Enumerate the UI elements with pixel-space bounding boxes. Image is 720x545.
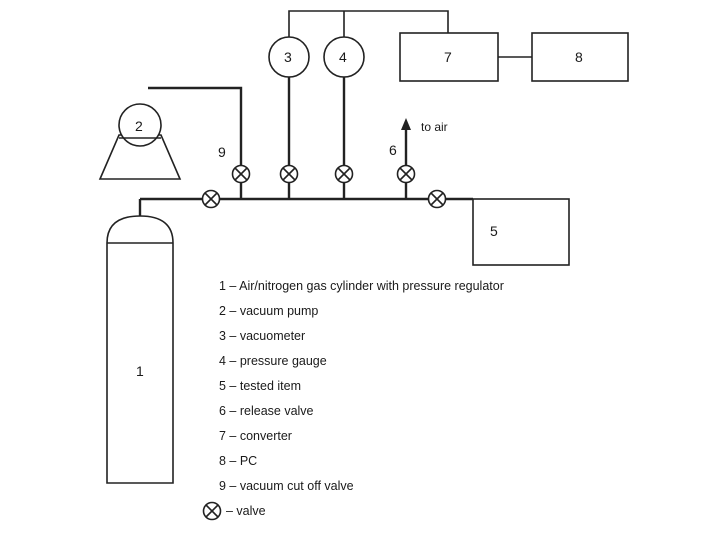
label-8: 8: [575, 49, 583, 65]
to-air-label: to air: [421, 120, 448, 134]
gas-cylinder: [106, 215, 174, 484]
legend-item-5: 5 – tested item: [219, 379, 301, 393]
legend-item-1: 1 – Air/nitrogen gas cylinder with press…: [219, 279, 504, 293]
legend-item-7: 7 – converter: [219, 429, 292, 443]
legend: 1 – Air/nitrogen gas cylinder with press…: [202, 279, 504, 521]
label-3: 3: [284, 49, 292, 65]
valve-icon-tested-item: [427, 189, 447, 209]
vacuometer: [268, 36, 310, 78]
label-1: 1: [136, 363, 144, 379]
label-6: 6: [389, 142, 397, 158]
legend-item-3: 3 – vacuometer: [219, 329, 305, 343]
to-air-arrow: [401, 118, 411, 130]
label-7: 7: [444, 49, 452, 65]
vacuum-pump: [118, 103, 162, 147]
valve-icon-release: [396, 164, 416, 184]
legend-item-6: 6 – release valve: [219, 404, 314, 418]
pressure-gauge: [323, 36, 365, 78]
tested-item-box: [472, 198, 570, 266]
label-9: 9: [218, 144, 226, 160]
label-5: 5: [490, 223, 498, 239]
legend-valve-icon: [202, 501, 222, 521]
legend-item-4: 4 – pressure gauge: [219, 354, 327, 368]
valve-icon-cutoff: [231, 164, 251, 184]
valve-icon-vacuometer: [279, 164, 299, 184]
vacuometer-signal-line: [288, 10, 449, 38]
label-4: 4: [339, 49, 347, 65]
legend-item-8: 8 – PC: [219, 454, 257, 468]
pc-box: [531, 32, 629, 82]
valve-icon-gauge: [334, 164, 354, 184]
label-2: 2: [135, 118, 143, 134]
pump-pipe: [148, 86, 243, 199]
valve-icon-cylinder: [201, 189, 221, 209]
legend-item-valve: – valve: [226, 504, 266, 518]
legend-item-2: 2 – vacuum pump: [219, 304, 318, 318]
legend-item-9: 9 – vacuum cut off valve: [219, 479, 354, 493]
converter-box: [399, 32, 499, 82]
